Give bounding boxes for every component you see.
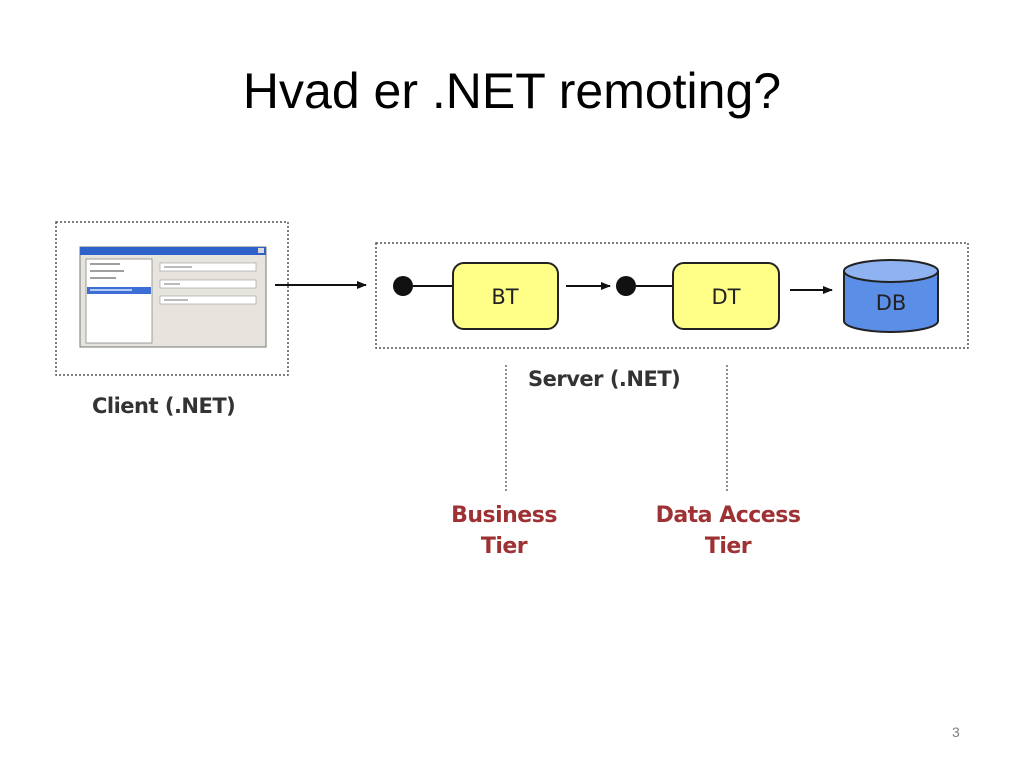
data-access-tier-label: Data Access Tier — [638, 500, 818, 562]
data-access-tier-box-label: DT — [712, 285, 741, 309]
business-tier-box-label: BT — [491, 285, 518, 309]
data-access-tier-box — [672, 262, 780, 330]
database-icon — [843, 259, 939, 333]
page-number: 3 — [952, 724, 960, 740]
endpoint-dot-business — [393, 276, 413, 296]
business-tier-label: Business Tier — [434, 500, 574, 562]
data-access-tier-label-line1: Data Access — [655, 503, 801, 528]
data-access-tier-label-line2: Tier — [704, 534, 752, 559]
slide-title: Hvad er .NET remoting? — [242, 63, 782, 119]
business-tier-label-line2: Tier — [480, 534, 528, 559]
server-label: Server (.NET) — [528, 367, 681, 391]
database-label: DB — [876, 291, 907, 315]
business-tier-label-line1: Business — [451, 503, 557, 528]
endpoint-dot-data-access — [616, 276, 636, 296]
business-tier-box — [452, 262, 559, 330]
client-label: Client (.NET) — [92, 394, 236, 418]
client-window-icon — [79, 246, 267, 348]
